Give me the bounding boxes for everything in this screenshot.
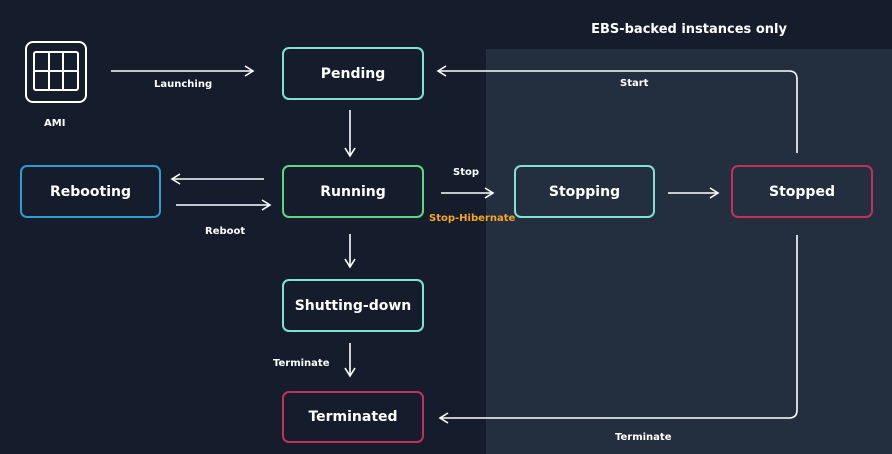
state-terminated: Terminated xyxy=(282,391,424,443)
state-rebooting: Rebooting xyxy=(20,165,161,218)
transition-label-start: Start xyxy=(620,78,649,89)
transition-label-launching: Launching xyxy=(154,79,213,90)
state-running: Running xyxy=(282,165,424,218)
transition-label-reboot: Reboot xyxy=(205,226,246,237)
state-stopped: Stopped xyxy=(731,165,873,218)
arrow-stopped-start-to-pending xyxy=(436,65,798,153)
ami-icon xyxy=(25,41,87,103)
ami-grid-icon xyxy=(33,51,79,91)
state-shutting-down: Shutting-down xyxy=(282,279,424,332)
transition-label-terminate-from-stopped: Terminate xyxy=(615,432,672,443)
transition-label-terminate: Terminate xyxy=(273,358,330,369)
ebs-region-title: EBS-backed instances only xyxy=(591,22,787,37)
transition-label-stop-hibernate: Stop-Hibernate xyxy=(429,213,516,224)
transition-label-stop: Stop xyxy=(453,167,480,178)
state-stopping: Stopping xyxy=(514,165,655,218)
arrow-stopped-terminate-to-terminated xyxy=(438,235,798,424)
ebs-backed-region xyxy=(486,49,892,454)
state-pending: Pending xyxy=(282,47,424,100)
ami-label: AMI xyxy=(44,118,66,129)
